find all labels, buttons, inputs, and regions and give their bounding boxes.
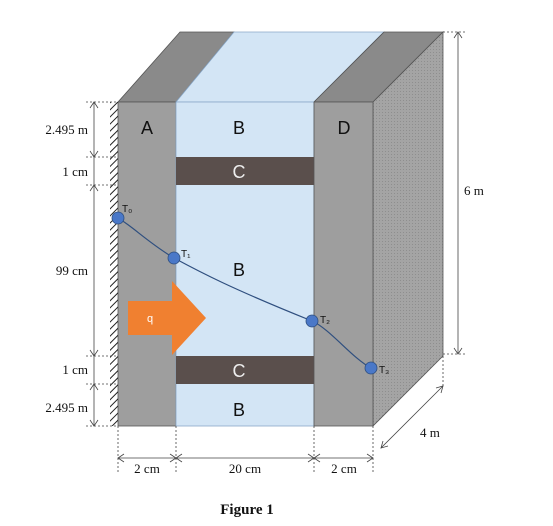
temperature-point-t0 <box>111 211 125 225</box>
bottom-dimension-line <box>117 426 374 472</box>
layer-a-label: A <box>141 118 153 138</box>
dimension-depth: 4 m <box>420 425 440 440</box>
dimension-bottom-segment: 2.495 m <box>45 400 88 415</box>
depth-dimension-line <box>372 356 444 458</box>
figure-caption: Figure 1 <box>220 502 273 518</box>
dimension-top-segment: 2.495 m <box>45 122 88 137</box>
dimension-height: 6 m <box>464 183 484 198</box>
dimension-upper-strip: 1 cm <box>62 164 88 179</box>
layer-d-label: D <box>338 118 351 138</box>
height-dimension-line <box>443 31 466 355</box>
layer-a-face <box>117 101 177 427</box>
dimension-layer-d: 2 cm <box>331 461 357 476</box>
temperature-label-t0: T₀ <box>122 204 132 215</box>
layer-d-face <box>313 101 374 427</box>
dimension-layer-b: 20 cm <box>229 461 261 476</box>
wall-boundary-hatch <box>110 102 118 426</box>
layer-c-upper-label: C <box>233 162 246 182</box>
temperature-label-t3: T₃ <box>379 365 389 376</box>
heat-flux-label: q <box>147 313 153 325</box>
temperature-point-t1 <box>167 251 181 265</box>
dimension-layer-a: 2 cm <box>134 461 160 476</box>
layer-c-lower-strip <box>176 356 314 384</box>
temperature-label-t2: T₂ <box>320 315 330 326</box>
left-dimension-line <box>86 101 118 427</box>
temperature-label-t1: T₁ <box>181 249 191 260</box>
layer-c-lower-label: C <box>233 361 246 381</box>
layer-b-bottom-label: B <box>233 400 245 420</box>
temperature-point-t2 <box>305 314 319 328</box>
dimension-lower-strip: 1 cm <box>62 362 88 377</box>
temperature-profile-curve <box>117 217 372 369</box>
layer-b-top-label: B <box>233 118 245 138</box>
heat-flux-arrow <box>128 281 206 355</box>
layer-b-middle-label: B <box>233 260 245 280</box>
dimension-middle-segment: 99 cm <box>56 263 88 278</box>
temperature-point-t3 <box>364 361 378 375</box>
layer-c-upper-strip <box>176 157 314 185</box>
